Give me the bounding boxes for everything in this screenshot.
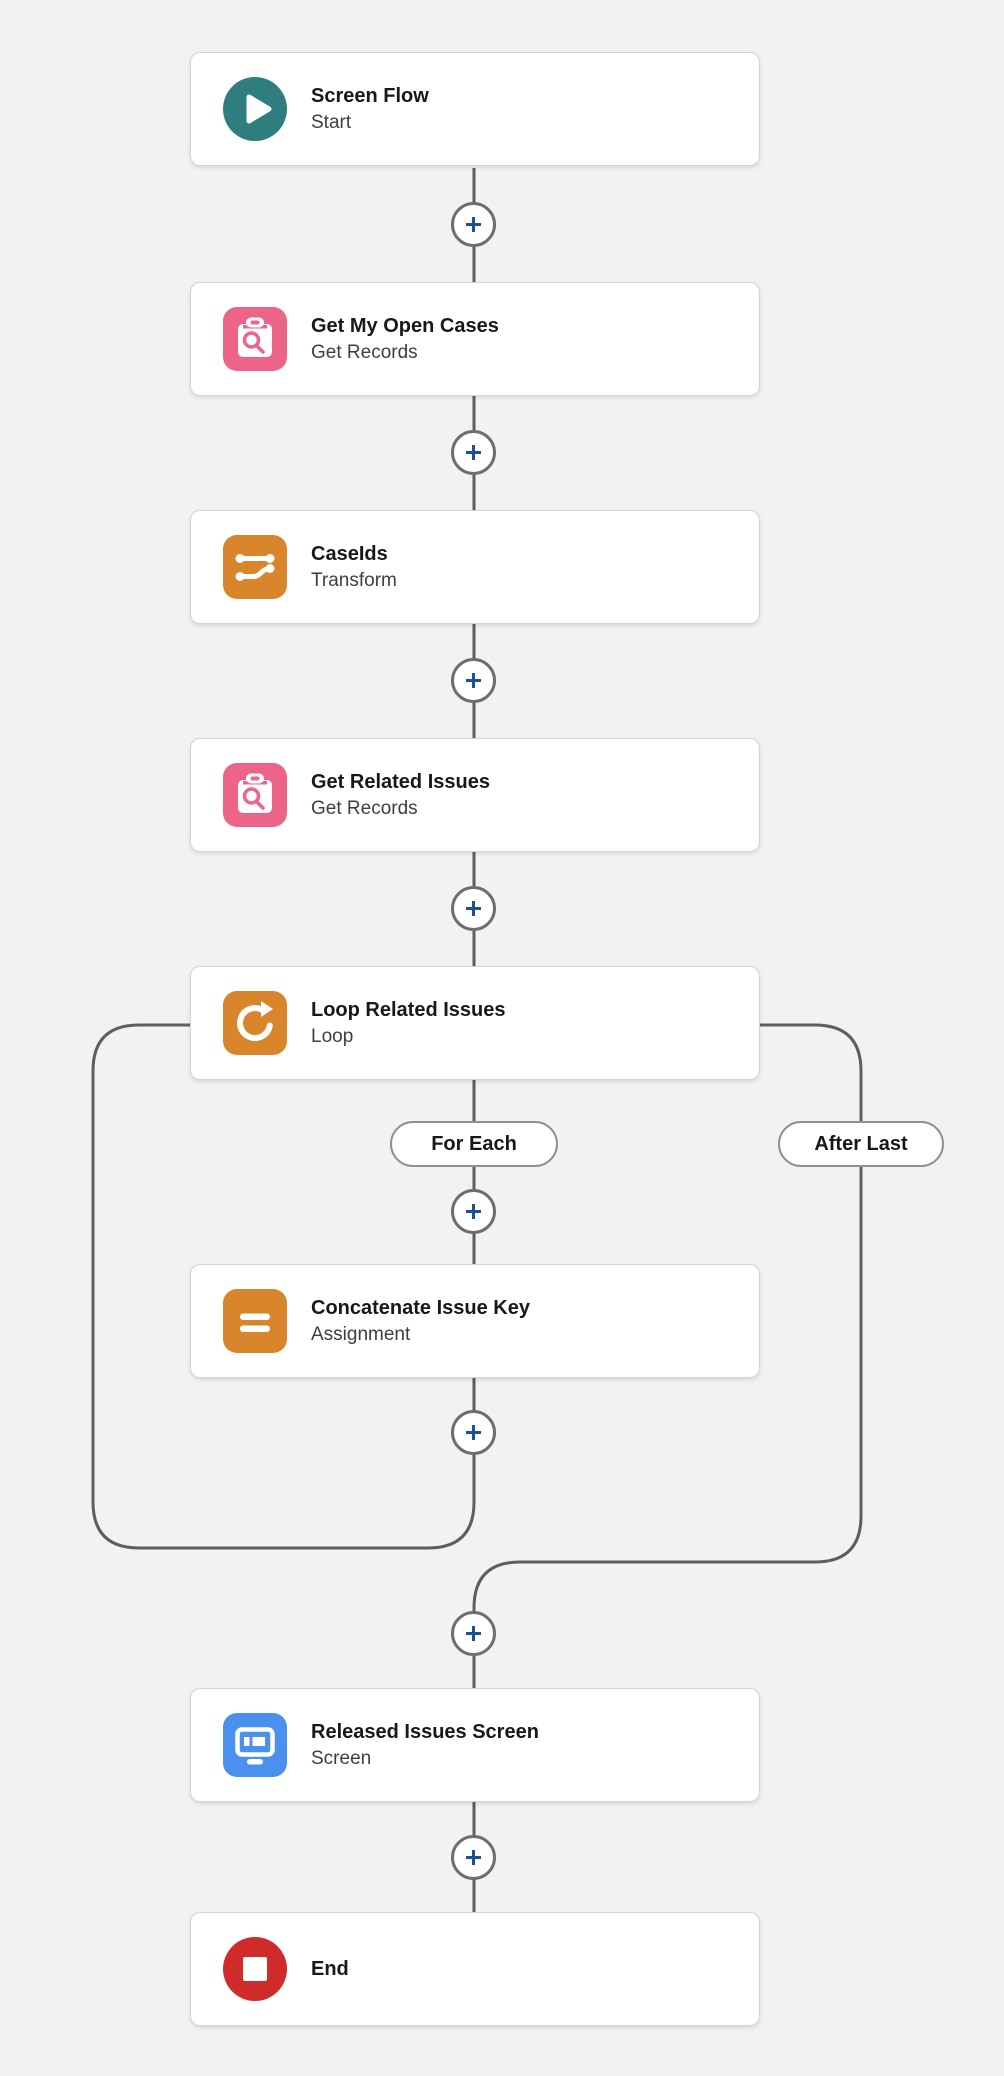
plus-icon	[466, 901, 481, 916]
node-subtitle: Get Records	[311, 341, 418, 363]
add-node-button[interactable]	[451, 1189, 496, 1234]
branch-label-after-last: After Last	[778, 1121, 944, 1167]
flow-node-get-my-open-cases[interactable]: Get My Open Cases Get Records	[190, 282, 760, 396]
plus-icon	[466, 1626, 481, 1641]
node-subtitle: Screen	[311, 1747, 372, 1769]
plus-icon	[466, 1850, 481, 1865]
node-subtitle: Transform	[311, 569, 397, 591]
play-icon	[223, 77, 287, 141]
flow-node-loop-related-issues[interactable]: Loop Related Issues Loop	[190, 966, 760, 1080]
node-subtitle: Assignment	[311, 1323, 411, 1345]
node-title: Concatenate Issue Key	[311, 1296, 530, 1319]
node-subtitle: Get Records	[311, 797, 418, 819]
branch-label-text: For Each	[431, 1132, 517, 1155]
record-lookup-icon	[223, 763, 287, 827]
node-subtitle: Start	[311, 111, 352, 133]
stop-icon	[223, 1937, 287, 2001]
node-title: Get Related Issues	[311, 770, 490, 793]
add-node-button[interactable]	[451, 1410, 496, 1455]
add-node-button[interactable]	[451, 430, 496, 475]
add-node-button[interactable]	[451, 886, 496, 931]
add-node-button[interactable]	[451, 1611, 496, 1656]
node-title: Screen Flow	[311, 84, 429, 107]
loop-icon	[223, 991, 287, 1055]
flow-node-caseids[interactable]: CaseIds Transform	[190, 510, 760, 624]
add-node-button[interactable]	[451, 202, 496, 247]
transform-icon	[223, 535, 287, 599]
node-title: Get My Open Cases	[311, 314, 499, 337]
screen-icon	[223, 1713, 287, 1777]
add-node-button[interactable]	[451, 1835, 496, 1880]
main-and-loopback-connector	[91, 168, 476, 1550]
plus-icon	[466, 1425, 481, 1440]
flow-node-end[interactable]: End	[190, 1912, 760, 2026]
node-subtitle: Loop	[311, 1025, 354, 1047]
after-last-connector	[472, 1023, 863, 1912]
flow-node-screen-flow-start[interactable]: Screen Flow Start	[190, 52, 760, 166]
node-title: CaseIds	[311, 542, 388, 565]
plus-icon	[466, 673, 481, 688]
flow-node-get-related-issues[interactable]: Get Related Issues Get Records	[190, 738, 760, 852]
add-node-button[interactable]	[451, 658, 496, 703]
record-lookup-icon	[223, 307, 287, 371]
assignment-icon	[223, 1289, 287, 1353]
flow-node-released-issues-screen[interactable]: Released Issues Screen Screen	[190, 1688, 760, 1802]
plus-icon	[466, 445, 481, 460]
node-title: Released Issues Screen	[311, 1720, 539, 1743]
node-title: Loop Related Issues	[311, 998, 506, 1021]
plus-icon	[466, 1204, 481, 1219]
branch-label-for-each: For Each	[390, 1121, 558, 1167]
flow-node-concatenate-issue-key[interactable]: Concatenate Issue Key Assignment	[190, 1264, 760, 1378]
branch-label-text: After Last	[814, 1132, 908, 1155]
node-title: End	[311, 1957, 349, 1980]
plus-icon	[466, 217, 481, 232]
